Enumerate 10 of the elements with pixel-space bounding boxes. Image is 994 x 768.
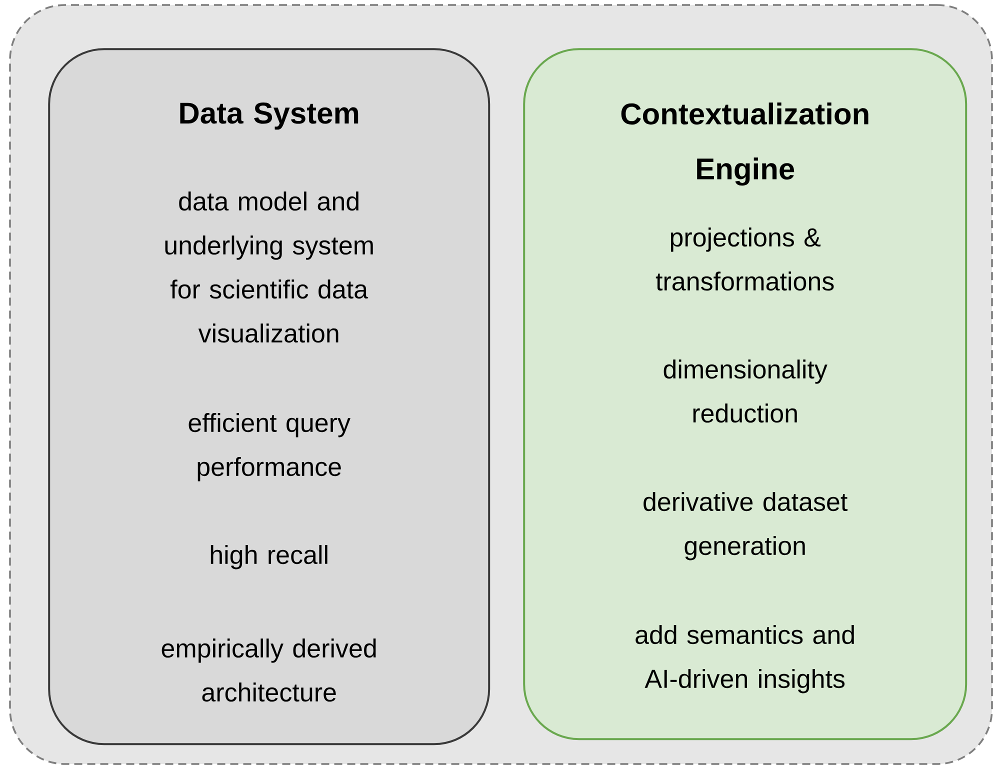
body-text: high recall: [210, 544, 328, 570]
panel-heading: Data System: [180, 102, 358, 130]
panel-heading: Contextualization Engine: [621, 102, 868, 186]
body-text: efficient query performance: [188, 412, 350, 482]
body-text: add semantics and AI-driven insights: [636, 624, 854, 694]
body-text: derivative dataset generation: [644, 492, 848, 560]
body-text: dimensionality reduction: [664, 360, 828, 423]
body-text: projections & transformations: [656, 228, 834, 291]
body-text: empirically derived architecture: [162, 638, 376, 702]
body-text: data model and underlying system for scientific data visualization: [165, 192, 373, 343]
